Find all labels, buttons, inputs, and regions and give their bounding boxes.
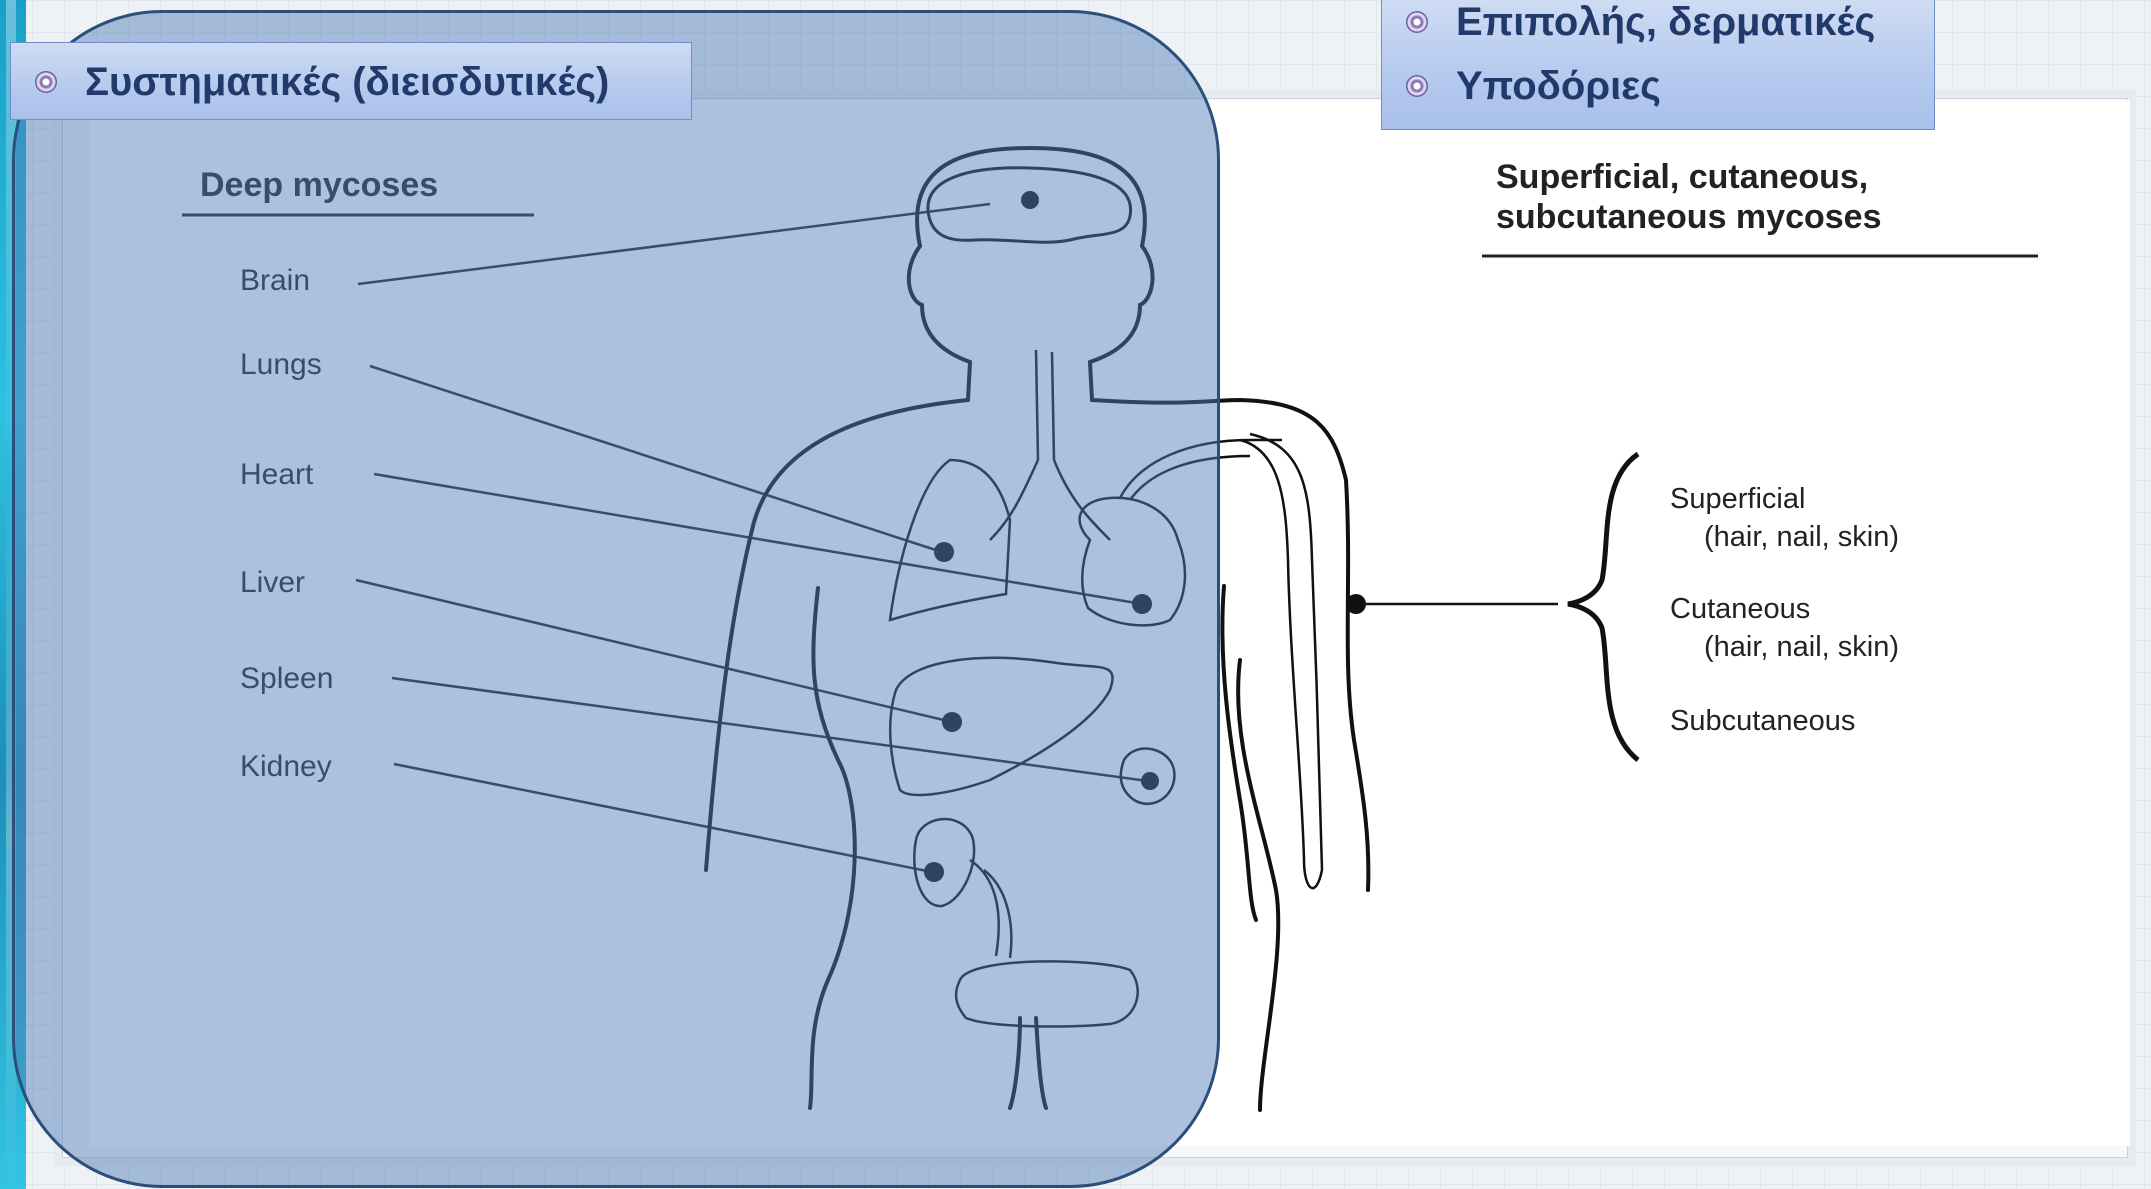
spiral-bullet-icon — [1406, 11, 1428, 33]
spiral-bullet-icon — [1406, 75, 1428, 97]
systemic-label-box: Συστηματικές (διεισδυτικές) — [10, 42, 692, 120]
spiral-bullet-icon — [35, 71, 57, 93]
arm-vessel-shape — [1240, 434, 1322, 888]
subcutaneous-label: Υποδόριες — [1456, 64, 1661, 109]
systemic-highlight-overlay — [12, 10, 1220, 1188]
type-superficial-detail: (hair, nail, skin) — [1704, 521, 1899, 553]
types-brace — [1568, 454, 1638, 760]
superficial-label-box: Επιπολής, δερματικές Υποδόριες — [1381, 0, 1935, 130]
superficial-cutaneous-label: Επιπολής, δερματικές — [1456, 0, 1875, 45]
superficial-title-line1: Superficial, cutaneous, — [1496, 158, 1868, 196]
type-cutaneous: Cutaneous — [1670, 593, 1810, 625]
systemic-label: Συστηματικές (διεισδυτικές) — [85, 60, 609, 105]
type-subcutaneous: Subcutaneous — [1670, 705, 1855, 737]
type-cutaneous-detail: (hair, nail, skin) — [1704, 631, 1899, 663]
superficial-title-line2: subcutaneous mycoses — [1496, 198, 1881, 236]
type-superficial: Superficial — [1670, 483, 1805, 515]
skin-dot — [1346, 594, 1366, 614]
